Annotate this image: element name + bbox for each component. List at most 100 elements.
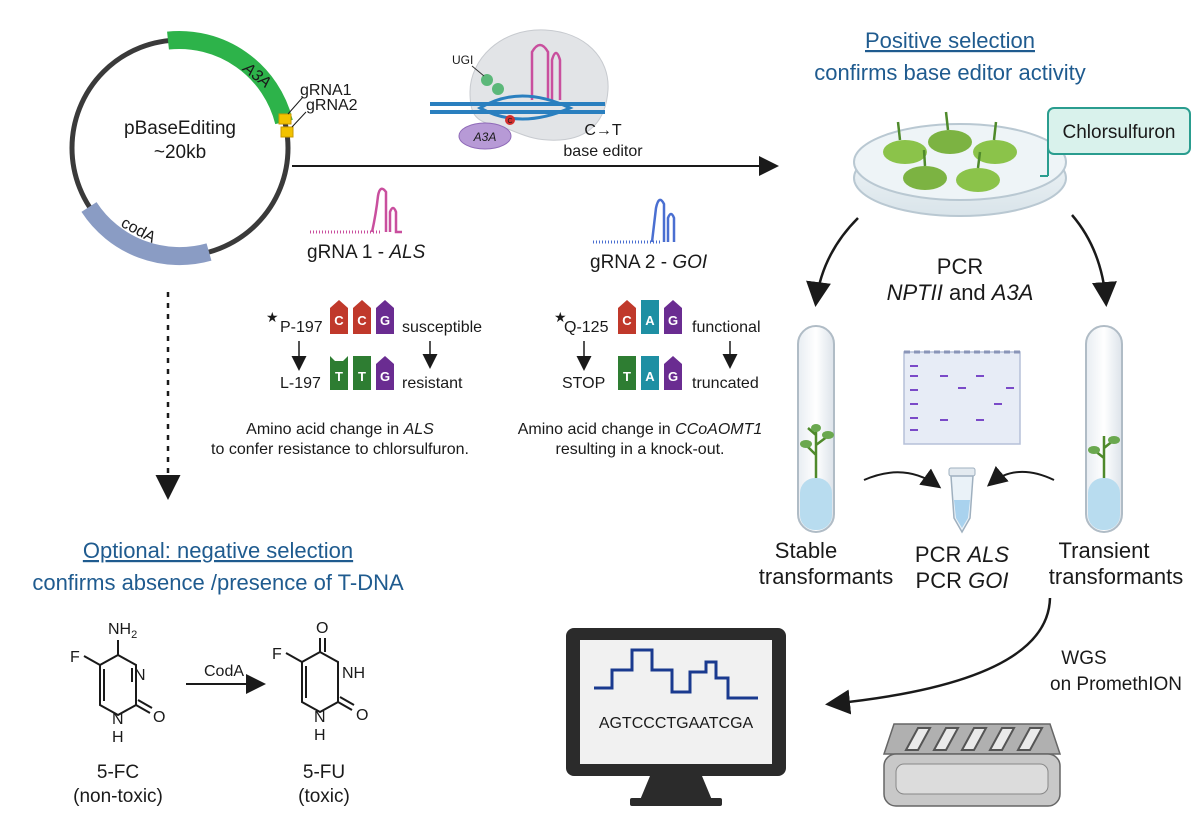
grna1-site-marker xyxy=(278,113,292,125)
5fc-nh-n: N xyxy=(112,711,124,728)
grna2-illustration xyxy=(593,198,676,244)
cytosine-marker-label: C xyxy=(507,118,512,125)
codon-tile-shape xyxy=(618,300,636,334)
plant-leaf xyxy=(800,440,812,448)
5fc-n-label: N xyxy=(134,667,146,684)
plasmid-size: ~20kb xyxy=(154,142,206,163)
plant-leaf xyxy=(811,424,821,432)
plantlet-sprouts xyxy=(896,111,998,169)
cytosine-marker xyxy=(505,115,515,125)
pcr-center-gene1: ALS xyxy=(965,542,1009,567)
pcr-top-gene1: NPTII xyxy=(887,280,943,305)
als-caption-line2: to confer resistance to chlorsulfuron. xyxy=(211,441,469,458)
grna2-gene: GOI xyxy=(672,252,708,273)
fluoro-bond xyxy=(83,655,101,666)
codon-tile: C xyxy=(330,300,348,334)
promethion-device xyxy=(882,723,1062,807)
plasmid-name: pBaseEditing xyxy=(124,118,236,139)
plasmid-segment-coda xyxy=(81,201,212,266)
codon-tile-letter: C xyxy=(622,313,632,328)
a3a-deaminase-label: A3A xyxy=(473,130,497,144)
5fu-o-top-label: O xyxy=(316,620,328,637)
pcr-center-line1: PCR ALS xyxy=(915,542,1009,567)
grna2-leader xyxy=(291,111,307,128)
codon-tile-letter: G xyxy=(668,369,678,384)
grna1-prefix: gRNA 1 - xyxy=(307,242,389,263)
arrow-stable-to-pcr xyxy=(863,468,942,489)
tube-medium xyxy=(800,478,832,530)
plant-shoot xyxy=(805,427,829,478)
transient-transformant-tube xyxy=(1085,325,1123,533)
ugi-domain-1 xyxy=(481,74,493,86)
flowcell-slots xyxy=(904,727,1044,751)
sequence-readout: AGTCCCTGAATCGA xyxy=(599,715,754,732)
base-editor-illustration: UGI A3A C C→T base editor xyxy=(430,29,643,160)
goi-star-icon: ★ xyxy=(554,309,567,325)
codon-tile-letter: G xyxy=(380,313,390,328)
flowcell-slot xyxy=(904,727,932,751)
conversion-label: C→T xyxy=(584,122,622,139)
codon-tile-shape xyxy=(353,300,371,334)
coda-enzyme-label: CodA xyxy=(204,663,244,680)
codon-tile-letter: G xyxy=(668,313,678,328)
callus-cluster xyxy=(973,140,1017,164)
product-note: (toxic) xyxy=(298,786,350,807)
grna1-leader xyxy=(287,96,304,115)
monitor-base xyxy=(630,798,722,806)
gel-electrophoresis xyxy=(903,350,1021,445)
positive-selection-subtitle: confirms base editor activity xyxy=(814,60,1085,85)
gel-bands xyxy=(910,365,1014,431)
codon-tile-shape xyxy=(330,356,348,390)
goi-after-codon: T A G xyxy=(618,356,682,390)
ugi-label: UGI xyxy=(452,53,473,67)
als-before-residue: P-197 xyxy=(280,319,323,336)
device-grille xyxy=(895,763,1049,795)
codon-tile-letter: G xyxy=(380,369,390,384)
computer-monitor xyxy=(566,628,786,806)
pcr-top-line2: NPTII and A3A xyxy=(887,280,1034,305)
codon-tile-shape xyxy=(330,300,348,334)
arrow-transient-to-wgs xyxy=(825,597,1052,715)
als-before-state: susceptible xyxy=(402,319,482,336)
callus-cluster xyxy=(928,130,972,154)
als-caption-prefix: Amino acid change in xyxy=(246,421,403,438)
flowcell-slot xyxy=(932,727,960,751)
5fc-f-label: F xyxy=(70,649,80,666)
als-caption-gene: ALS xyxy=(403,421,435,438)
guide-rna-hairpin xyxy=(530,43,562,100)
codon-tile: C xyxy=(353,300,371,334)
structure-5fu xyxy=(285,638,355,714)
goi-edit-panel: ★ Q-125 STOP C A G T A xyxy=(518,300,762,458)
codon-tile: G xyxy=(376,356,394,390)
codon-tile-shape xyxy=(376,300,394,334)
codon-tile: G xyxy=(664,356,682,390)
codon-tile: T xyxy=(353,356,371,390)
5fu-nh-label: NH xyxy=(342,665,365,682)
product-name: 5-FU xyxy=(303,762,345,783)
grna2-scaffold xyxy=(650,198,676,243)
als-caption-line1: Amino acid change in ALS xyxy=(246,421,434,438)
als-before-codon: C C G xyxy=(330,300,394,334)
petri-dish xyxy=(853,111,1067,217)
a3a-deaminase xyxy=(458,122,512,150)
microcentrifuge-tube xyxy=(948,467,976,534)
5fc-o-label: O xyxy=(153,709,165,726)
codon-tile: G xyxy=(664,300,682,334)
codon-tile-letter: A xyxy=(645,313,655,328)
codon-tile-letter: C xyxy=(357,313,367,328)
ring-bonds xyxy=(301,650,339,714)
pcr-center-prefix1: PCR xyxy=(915,542,968,567)
codon-tile: G xyxy=(376,300,394,334)
pcr-center-line2: PCR GOI xyxy=(916,568,1009,593)
callus-cluster xyxy=(883,140,927,164)
grna1-gene: ALS xyxy=(388,242,425,263)
5fu-h-label: H xyxy=(314,727,326,744)
codon-tile-shape xyxy=(641,356,659,390)
base-editor-label: base editor xyxy=(563,143,643,160)
positive-selection-title: Positive selection xyxy=(865,28,1035,53)
ring-bonds xyxy=(99,653,137,717)
gel-slab xyxy=(903,351,1021,445)
ugi-domain-2 xyxy=(492,83,504,95)
plant-leaf xyxy=(1108,436,1120,444)
